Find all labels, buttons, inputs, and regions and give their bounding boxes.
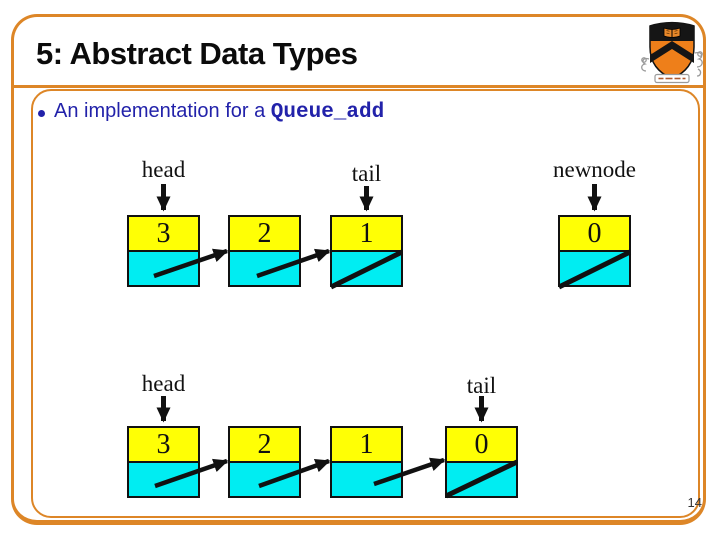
node-pointer-cell	[560, 252, 629, 285]
node-value: 3	[129, 217, 198, 252]
node-value: 2	[230, 428, 299, 463]
node-pointer-cell	[129, 252, 198, 285]
pointer-label-head: head	[141, 371, 186, 396]
node-pointer-cell	[129, 463, 198, 496]
title-separator-line	[11, 85, 706, 88]
queue-node: 3	[127, 215, 200, 287]
node-value: 3	[129, 428, 198, 463]
pointer-label-head: head	[141, 157, 186, 182]
motto-banner	[654, 73, 690, 84]
node-value: 1	[332, 428, 401, 463]
slide-title: 5: Abstract Data Types	[36, 36, 358, 71]
bullet-text: An implementation for a	[54, 100, 271, 122]
node-pointer-cell	[332, 252, 401, 285]
queue-node: 1	[330, 215, 403, 287]
princeton-shield-icon	[641, 21, 703, 84]
node-value: 2	[230, 217, 299, 252]
node-value: 0	[447, 428, 516, 463]
queue-node: 3	[127, 426, 200, 498]
pointer-label-tail: tail	[351, 161, 382, 186]
pointer-label-tail: tail	[466, 373, 497, 398]
queue-node: 2	[228, 215, 301, 287]
node-value: 0	[560, 217, 629, 252]
bullet-code-text: Queue_add	[270, 101, 385, 124]
page-number: 14	[687, 495, 702, 510]
node-value: 1	[332, 217, 401, 252]
queue-node-newnode: 0	[558, 215, 631, 287]
pointer-label-newnode: newnode	[552, 157, 637, 182]
queue-node: 2	[228, 426, 301, 498]
scrollwork	[641, 51, 703, 77]
bullet-item: An implementation for a Queue_add	[38, 100, 384, 124]
book-glyph	[663, 27, 681, 38]
queue-node: 1	[330, 426, 403, 498]
bullet-dot-icon	[38, 110, 45, 117]
node-pointer-cell	[332, 463, 401, 496]
node-pointer-cell	[447, 463, 516, 496]
node-pointer-cell	[230, 252, 299, 285]
node-pointer-cell	[230, 463, 299, 496]
queue-node: 0	[445, 426, 518, 498]
